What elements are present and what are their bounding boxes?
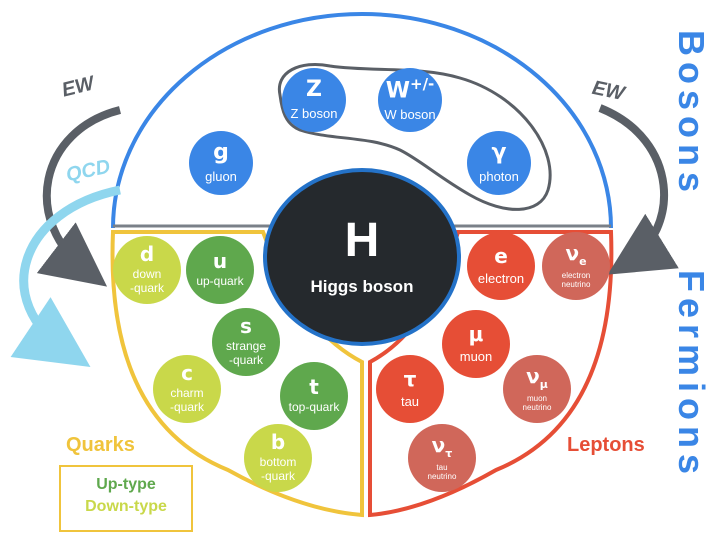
particle-name: W boson (384, 107, 436, 123)
particle-name: muon (459, 348, 493, 364)
particle-name: charm-quark (169, 386, 204, 414)
w-charge: +/- (410, 74, 435, 93)
particle-name: strange-quark (225, 339, 267, 367)
particle-symbol: b (270, 430, 286, 455)
z-boson: Z Z boson (282, 68, 346, 132)
particle-symbol: μ (468, 321, 484, 346)
particle-symbol: νμ (526, 363, 548, 391)
w-boson: W+/- W boson (378, 68, 442, 132)
particle-symbol: Z (306, 76, 322, 102)
fermions-group-label: Fermions (671, 270, 712, 481)
particle-name: Z boson (290, 105, 338, 121)
qcd-arrow (10, 185, 121, 367)
higgs-symbol: H (344, 214, 380, 267)
quark-type-legend: Up-type Down-type (59, 465, 193, 532)
higgs-name: Higgs boson (310, 277, 414, 296)
electron: e electron (467, 232, 535, 300)
particle-name: top-quark (288, 400, 340, 415)
particle-symbol: τ (403, 366, 417, 391)
muon: μ muon (442, 310, 510, 378)
tau: τ tau (376, 355, 444, 423)
particle-symbol: g (213, 139, 229, 165)
particle-symbol: s (240, 314, 252, 339)
bosons-region-outline (111, 12, 613, 229)
particle-name: tau (400, 393, 420, 409)
quarks-label: Quarks (66, 434, 135, 456)
strange-quark: s strange-quark (212, 308, 280, 376)
bottom-quark: b bottom-quark (244, 424, 312, 492)
charm-quark: c charm-quark (153, 355, 221, 423)
ew-arrow-right (598, 104, 679, 275)
particle-symbol: e (494, 243, 508, 268)
down-quark: d down-quark (113, 236, 181, 304)
particle-symbol: ντ (431, 432, 453, 460)
bosons-group-label: Bosons (671, 30, 712, 199)
legend-down-type: Down-type (85, 498, 167, 515)
particle-symbol: W+/- (385, 74, 435, 104)
particle-name: down-quark (129, 267, 164, 295)
particle-name: photon (479, 168, 519, 184)
particle-symbol: t (309, 375, 319, 400)
gluon: g gluon (189, 131, 253, 195)
particle-name: electron (477, 270, 525, 286)
particle-symbol: νe (565, 240, 587, 268)
leptons-label: Leptons (567, 434, 645, 456)
particle-symbol: u (212, 249, 228, 274)
w-symbol: W (385, 78, 410, 104)
up-quark: u up-quark (186, 236, 254, 304)
particle-name: gluon (205, 168, 237, 184)
particle-symbol: γ (491, 139, 507, 165)
legend-up-type: Up-type (96, 476, 156, 493)
particle-name: up-quark (196, 274, 244, 289)
photon: γ photon (467, 131, 531, 195)
particle-name: bottom-quark (259, 455, 297, 483)
higgs-boson: H Higgs boson (263, 168, 461, 346)
ew-arrow-left (36, 106, 121, 287)
particle-symbol: c (181, 361, 193, 386)
particle-symbol: d (139, 242, 155, 267)
top-quark: t top-quark (280, 362, 348, 430)
electroweak-loop (277, 63, 552, 211)
